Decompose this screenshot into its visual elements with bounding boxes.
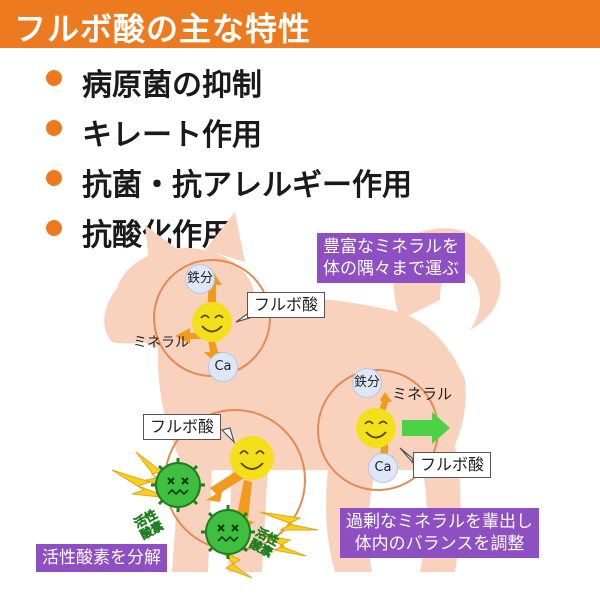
iron-label: 鉄分 (353, 375, 380, 390)
callout-line: 過剰なミネラルを輩出し (346, 512, 533, 532)
callout-line: 体の隅々まで運ぶ (323, 259, 459, 279)
calcium-bubble: Ca (208, 352, 238, 382)
fulvic-label-head: フルボ酸 (247, 292, 326, 318)
iron-bubble: 鉄分 (352, 368, 382, 398)
bullet-dot (46, 120, 62, 136)
callout-line: 豊富なミネラルを (323, 237, 459, 257)
iron-bubble: 鉄分 (185, 264, 215, 294)
bullet-text: 抗菌・抗アレルギー作用 (82, 168, 412, 203)
right-arrow-icon (402, 412, 450, 444)
fulvic-label-hind: フルボ酸 (413, 452, 492, 478)
calcium-label: Ca (374, 460, 392, 475)
calcium-bubble: Ca (368, 453, 398, 483)
bullet-dot (46, 70, 62, 86)
bullet-text: 病原菌の抑制 (82, 68, 262, 103)
speech-tail (220, 427, 236, 445)
germ-icon (201, 505, 255, 559)
bullet-dot (46, 170, 62, 186)
calcium-label: Ca (214, 359, 232, 374)
germ-icon (151, 458, 205, 512)
bullet-dot (46, 220, 62, 236)
smiley-face-icon (192, 302, 232, 342)
smiley-face-icon (356, 408, 396, 448)
callout-bottom-left: 活性酸素を分解 (36, 544, 167, 572)
page-title: フルボ酸の主な特性 (14, 10, 312, 48)
fulvic-label-legs: フルボ酸 (143, 414, 222, 440)
arrows-group-legs (206, 470, 254, 534)
callout-top-right: 豊富なミネラルを 体の隅々まで運ぶ (317, 233, 465, 283)
bullet-text: キレート作用 (82, 118, 262, 153)
mineral-label: ミネラル (133, 335, 189, 351)
callout-bottom-right: 過剰なミネラルを輩出し 体内のバランスを調整 (340, 508, 539, 558)
title-bar (0, 0, 600, 48)
mineral-label: ミネラル (392, 385, 453, 403)
callout-line: 体内のバランスを調整 (354, 534, 525, 554)
smiley-face-icon (230, 436, 274, 480)
iron-label: 鉄分 (186, 271, 213, 286)
